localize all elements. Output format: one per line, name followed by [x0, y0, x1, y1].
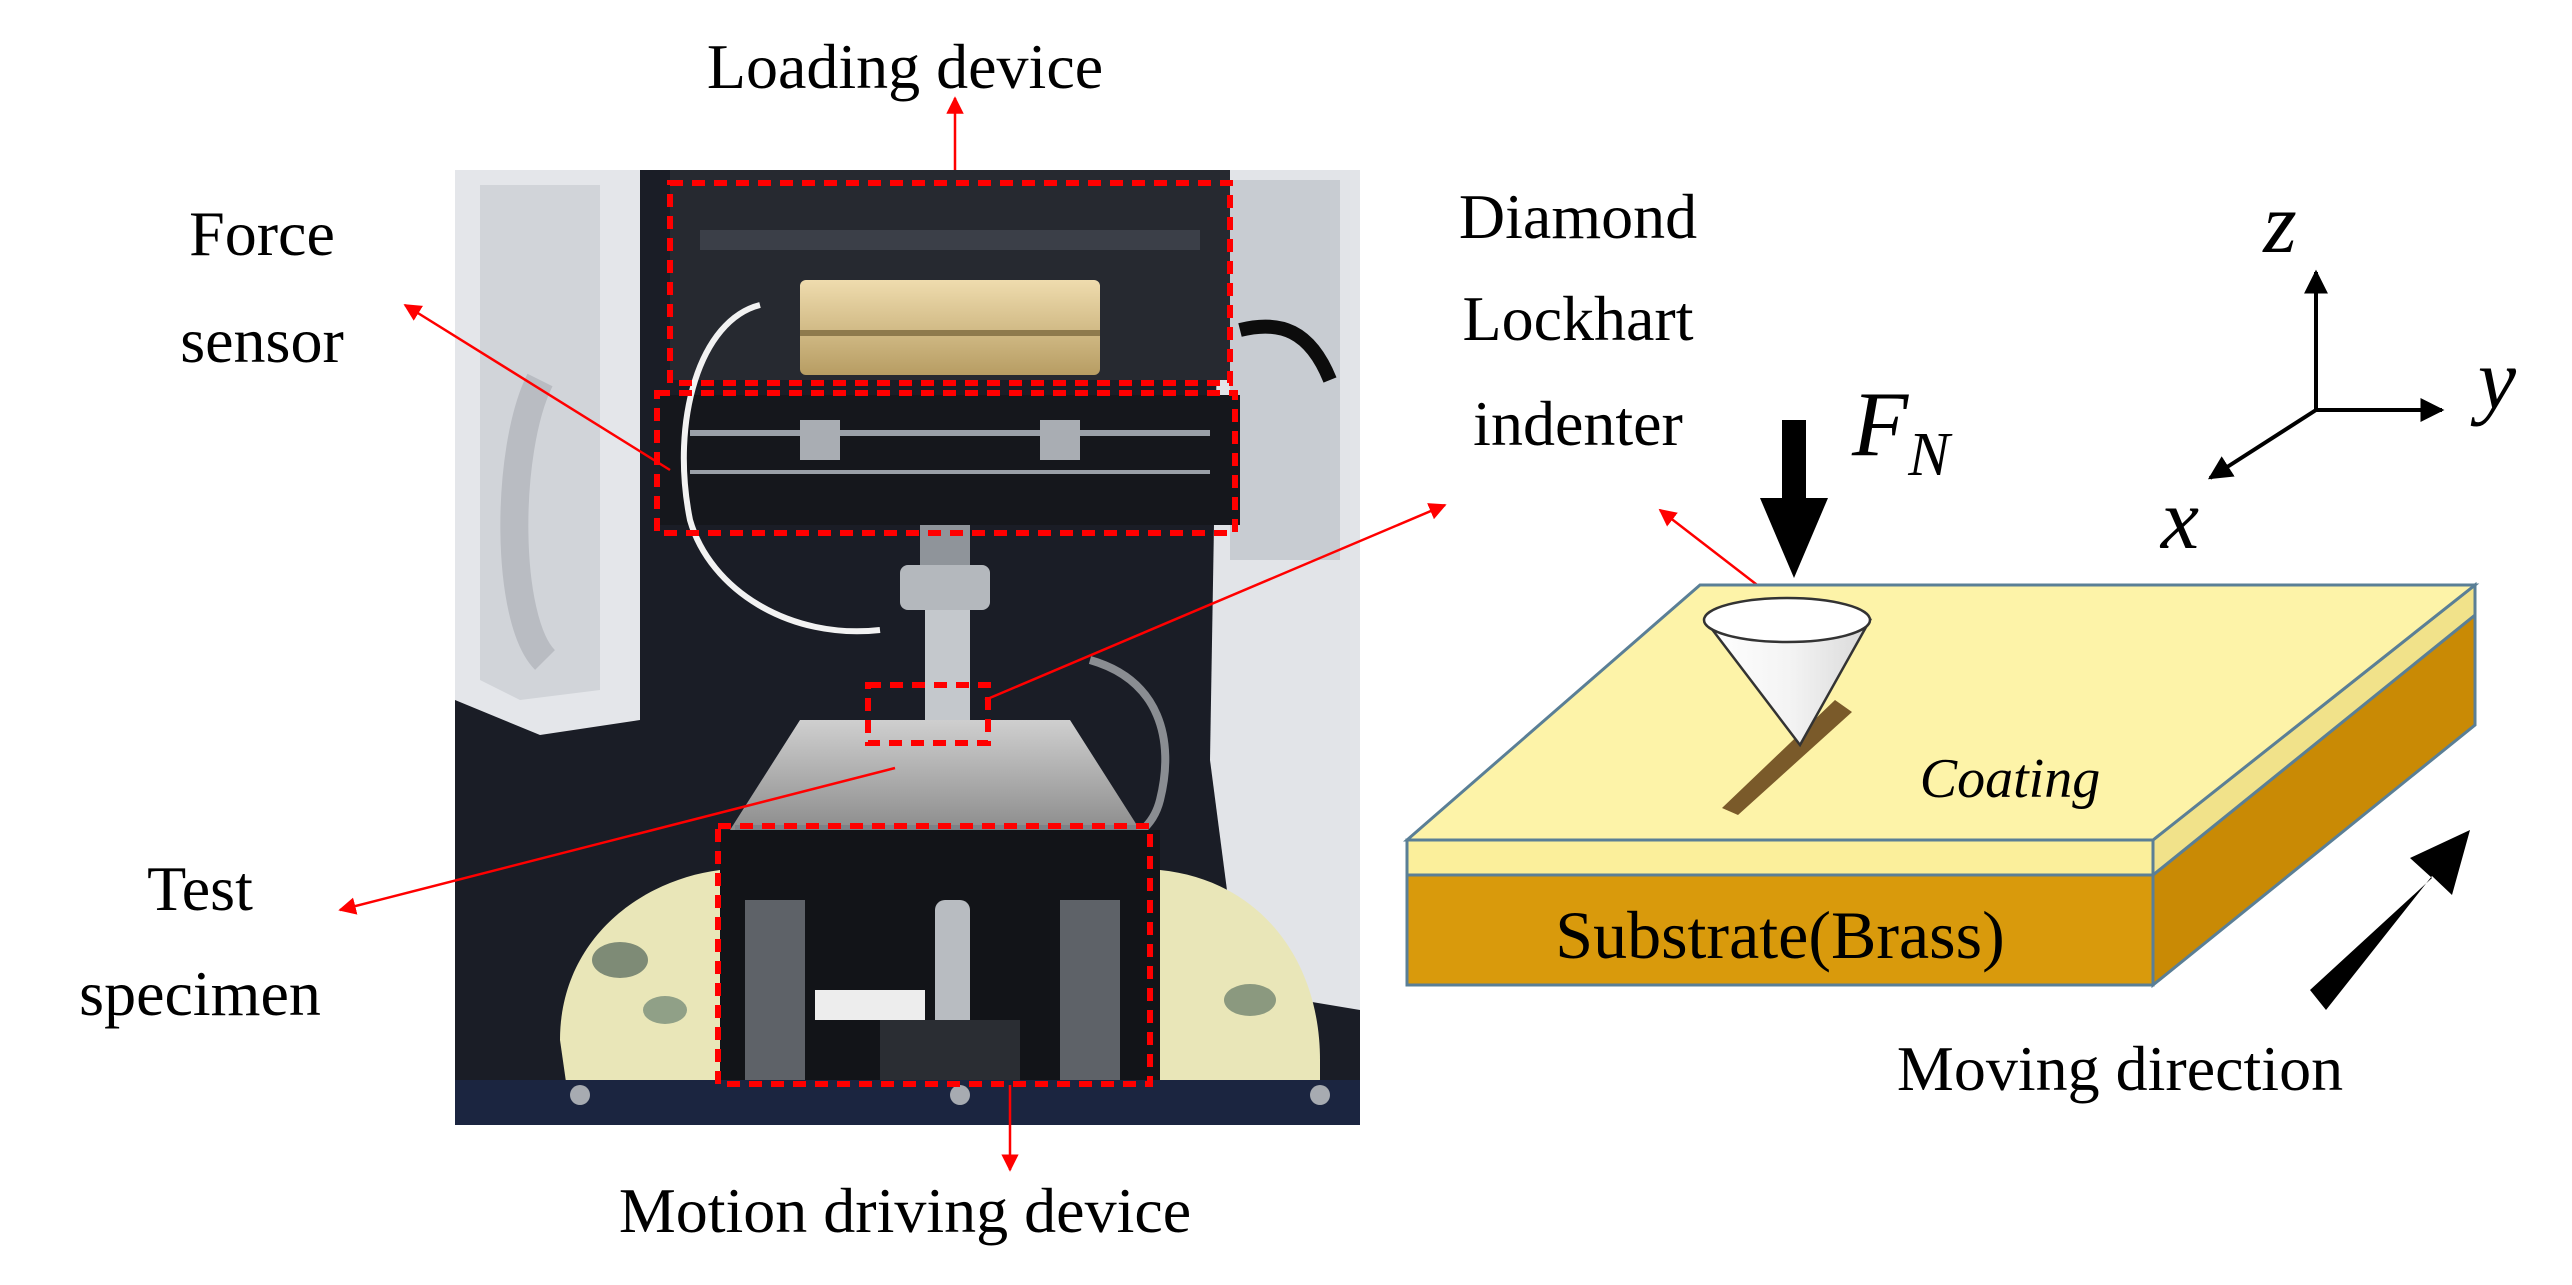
- loading-device-box: [667, 180, 1233, 386]
- axes-icon: [2207, 269, 2445, 480]
- coating-top: [1402, 583, 2480, 842]
- indenter-arrow: [984, 503, 1447, 702]
- test-specimen-arrow: [338, 766, 896, 915]
- axis-y-label: y: [2470, 331, 2517, 427]
- loading-device-label: Loading device: [707, 31, 1103, 102]
- force-sensor-arrow: [403, 303, 671, 472]
- motion-device-label: Motion driving device: [619, 1175, 1191, 1246]
- indenter-cone-top: [1702, 596, 1872, 644]
- test-specimen-label-line2: specimen: [79, 958, 321, 1029]
- coating-label: Coating: [1920, 748, 2100, 810]
- axis-z-label: z: [2262, 175, 2296, 271]
- moving-direction-arrow-icon: [2310, 830, 2470, 1010]
- force-label: FN: [1851, 373, 1953, 489]
- diamond-label-line3: indenter: [1473, 388, 1683, 459]
- moving-direction-label: Moving direction: [1897, 1033, 2343, 1104]
- substrate-label: Substrate(Brass): [1555, 897, 2004, 973]
- force-arrow-icon: [1760, 420, 1828, 578]
- force-sensor-label-line2: sensor: [180, 305, 344, 376]
- indenter-tip-icon: [1722, 700, 1852, 815]
- coating-front: [1405, 838, 2155, 877]
- test-specimen-label-line1: Test: [147, 853, 253, 924]
- motion-device-box: [715, 823, 1153, 1087]
- tribometer-photo: [455, 170, 1360, 1125]
- axis-x-label: x: [2159, 471, 2199, 567]
- diamond-label-line2: Lockhart: [1463, 283, 1694, 354]
- force-sensor-label-line1: Force: [189, 198, 335, 269]
- diamond-label-line1: Diamond: [1459, 181, 1697, 252]
